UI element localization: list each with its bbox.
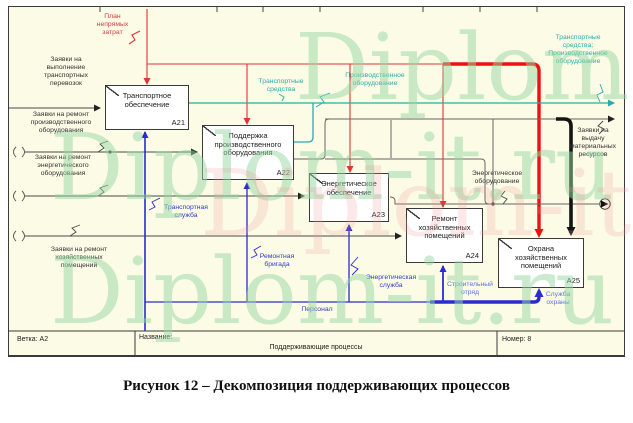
label-mech-transport-service: Транспортная служба bbox=[164, 204, 208, 219]
corner-fold-icon bbox=[106, 86, 119, 96]
footer-name-label: Название: bbox=[139, 334, 173, 341]
figure-caption: Рисунок 12 – Декомпозиция поддерживающих… bbox=[123, 378, 510, 394]
thick-black-arrow bbox=[556, 117, 576, 236]
activity-box-a24: Ремонт хозяйственных помещений A24 bbox=[406, 208, 483, 263]
footer-diagram-title: Поддерживающие процессы bbox=[269, 344, 363, 351]
circled-arrow-icon bbox=[599, 198, 611, 210]
label-input-household-repair-requests: Заявки на ремонт хозяйственных помещений bbox=[50, 246, 108, 269]
label-output-energy-equipment: Энергетическое оборудование bbox=[471, 170, 523, 185]
frame-top-ticks bbox=[99, 7, 538, 12]
label-output-material-requests: Заявки на выдачу материальных ресурсов bbox=[569, 127, 617, 158]
label-input-energy-repair-requests: Заявки на ремонт энергетического оборудо… bbox=[34, 154, 92, 177]
activity-code: A22 bbox=[276, 168, 290, 178]
mechanism-blue-arrows bbox=[141, 131, 544, 331]
activity-box-a23: Энергетическое обеспечение A23 bbox=[309, 173, 389, 222]
activity-title: Охрана хозяйственных помещений bbox=[514, 244, 568, 271]
corner-fold-icon bbox=[203, 126, 216, 136]
label-output-transport-means: Транспортные средства bbox=[258, 78, 304, 93]
activity-title: Ремонт хозяйственных помещений bbox=[418, 214, 471, 241]
label-output-prod-equipment: Производственное оборудование bbox=[345, 72, 405, 87]
label-mech-energy-service: Энергетическая служба bbox=[365, 274, 417, 289]
label-output-combined: Транспортные средства; Производственное … bbox=[548, 34, 608, 65]
activity-title: Транспортное обеспечение bbox=[122, 91, 172, 109]
corner-fold-icon bbox=[499, 239, 512, 249]
activity-code: A21 bbox=[171, 118, 185, 128]
label-plan-indirect-costs: План непрямых затрат bbox=[96, 13, 129, 36]
label-mech-personnel: Персонал bbox=[301, 306, 333, 313]
output-teal-arrows bbox=[189, 83, 615, 143]
activity-code: A25 bbox=[566, 276, 580, 286]
activity-box-a21: Транспортное обеспечение A21 bbox=[105, 85, 189, 130]
activity-title: Поддержка производственного оборудования bbox=[214, 131, 282, 158]
thick-red-control-arrow bbox=[443, 62, 544, 238]
control-red-arrows bbox=[128, 9, 447, 208]
activity-box-a22: Поддержка производственного оборудования… bbox=[202, 125, 294, 180]
corner-fold-icon bbox=[407, 209, 420, 219]
footer-branch: Ветка: A2 bbox=[17, 336, 49, 343]
label-input-transport-requests: Заявки на выполнение транспортных перево… bbox=[43, 56, 89, 87]
corner-fold-icon bbox=[310, 174, 323, 184]
activity-title: Энергетическое обеспечение bbox=[321, 179, 377, 197]
activity-code: A23 bbox=[371, 210, 385, 220]
label-mech-builders: Строительный отряд bbox=[447, 281, 493, 296]
label-mech-repair-brigade: Ремонтная бригада bbox=[259, 253, 295, 268]
footer-grid bbox=[9, 330, 624, 355]
activity-code: A24 bbox=[465, 251, 479, 261]
label-input-prod-repair-requests: Заявки на ремонт производственного обору… bbox=[30, 111, 92, 134]
footer-number: Номер: 8 bbox=[502, 336, 532, 343]
activity-box-a25: Охрана хозяйственных помещений A25 bbox=[498, 238, 584, 288]
label-mech-security: Служба охраны bbox=[545, 291, 571, 306]
boundary-input-arrows bbox=[9, 104, 402, 242]
